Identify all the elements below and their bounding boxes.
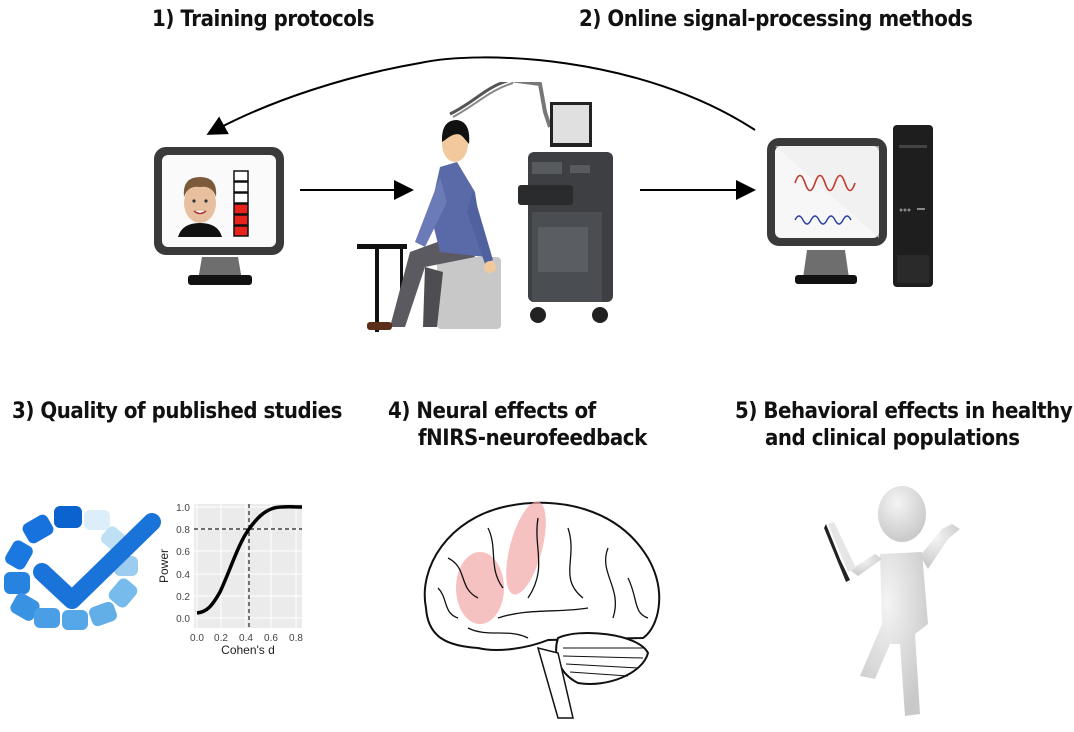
- section-title-behavioral-effects: 5) Behavioral effects in healthy and cli…: [735, 398, 1074, 452]
- feedback-monitor: [152, 145, 288, 290]
- svg-text:0.8: 0.8: [176, 525, 190, 536]
- svg-text:0.2: 0.2: [176, 592, 190, 603]
- svg-text:0.4: 0.4: [239, 633, 253, 644]
- section-title-quality-of-studies: 3) Quality of published studies: [12, 399, 342, 424]
- y-axis-label: Power: [157, 549, 171, 583]
- person-illustration: [820, 484, 980, 729]
- svg-text:0.2: 0.2: [214, 633, 228, 644]
- monitor-with-avatar-and-feedback-bar-icon: [154, 147, 284, 285]
- x-axis-label: Cohen's d: [221, 643, 275, 656]
- section-title-neural-effects-line1: 4) Neural effects of: [388, 399, 596, 424]
- processing-computer: [765, 120, 945, 290]
- feedback-bar: [233, 170, 249, 237]
- 3d-person-with-tablet-icon: [824, 486, 960, 716]
- svg-text:1.0: 1.0: [176, 503, 190, 514]
- section-title-online-signal-processing: 2) Online signal-processing methods: [579, 7, 973, 32]
- svg-text:0.6: 0.6: [264, 633, 278, 644]
- power-analysis-chart: 1.0 0.8 0.6 0.4 0.2 0.0 0.0 0.2 0.4 0.6 …: [152, 496, 312, 656]
- svg-text:0.4: 0.4: [176, 570, 190, 581]
- brain-illustration: [408, 488, 668, 728]
- quality-check: [2, 500, 162, 630]
- section-title-behavioral-effects-line2: and clinical populations: [765, 426, 1020, 451]
- red-signal-wave: [794, 174, 856, 192]
- blue-signal-wave: [794, 215, 852, 225]
- svg-text:0.0: 0.0: [176, 614, 190, 625]
- power-curve-chart: 1.0 0.8 0.6 0.4 0.2 0.0 0.0 0.2 0.4 0.6 …: [157, 503, 303, 656]
- fnirs-cart-device-icon: [518, 102, 613, 323]
- quality-checkmark-icon: [4, 506, 161, 630]
- svg-text:0.6: 0.6: [176, 547, 190, 558]
- seated-participant-with-fnirs-cap-icon: [357, 82, 552, 332]
- svg-text:0.0: 0.0: [190, 633, 204, 644]
- section-title-training-protocols: 1) Training protocols: [152, 7, 375, 32]
- section-title-neural-effects: 4) Neural effects of fNIRS-neurofeedback: [388, 398, 672, 452]
- section-title-neural-effects-line2: fNIRS-neurofeedback: [418, 426, 647, 451]
- brain-with-highlighted-regions-icon: [423, 501, 661, 719]
- desktop-computer-with-signals-icon: [767, 125, 933, 287]
- section-title-behavioral-effects-line1: 5) Behavioral effects in healthy: [735, 399, 1073, 424]
- svg-text:0.8: 0.8: [289, 633, 303, 644]
- participant-scene: [345, 82, 635, 337]
